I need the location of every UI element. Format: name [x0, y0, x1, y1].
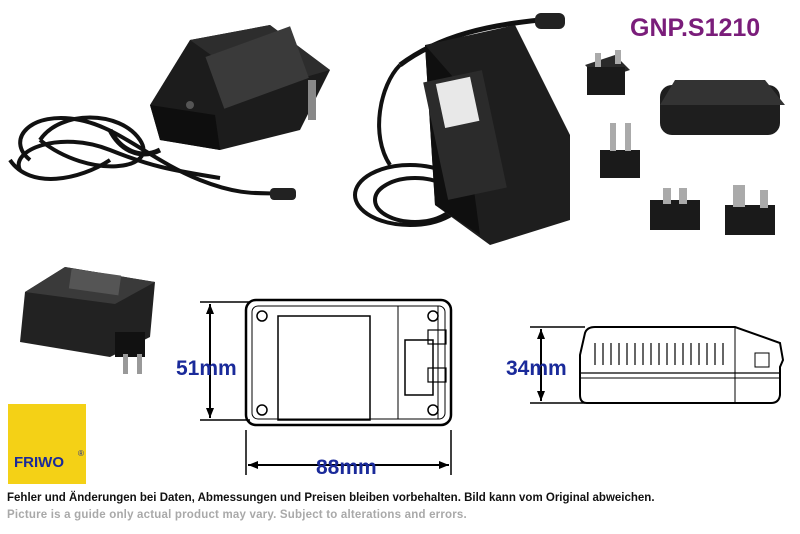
side-height-dimension-label: 34mm	[506, 357, 567, 380]
disclaimer-english: Picture is a guide only actual product m…	[7, 509, 467, 521]
logo-text: FRIWO	[14, 454, 64, 471]
friwo-logo: FRIWO ®	[8, 404, 86, 484]
model-number-title: GNP.S1210	[630, 14, 761, 42]
plug-adapters-photo	[585, 50, 785, 235]
top-view-drawing	[200, 298, 453, 475]
side-view-drawing	[530, 326, 785, 404]
width-dimension-label: 88mm	[316, 456, 377, 479]
height-dimension-label: 51mm	[176, 357, 237, 380]
power-adapter-photo-center	[353, 13, 570, 245]
power-adapter-photo-left	[8, 25, 330, 200]
logo-registered-mark: ®	[78, 449, 84, 458]
plug-in-adapter-photo	[20, 267, 155, 374]
disclaimer-german: Fehler und Änderungen bei Daten, Abmessu…	[7, 492, 655, 504]
